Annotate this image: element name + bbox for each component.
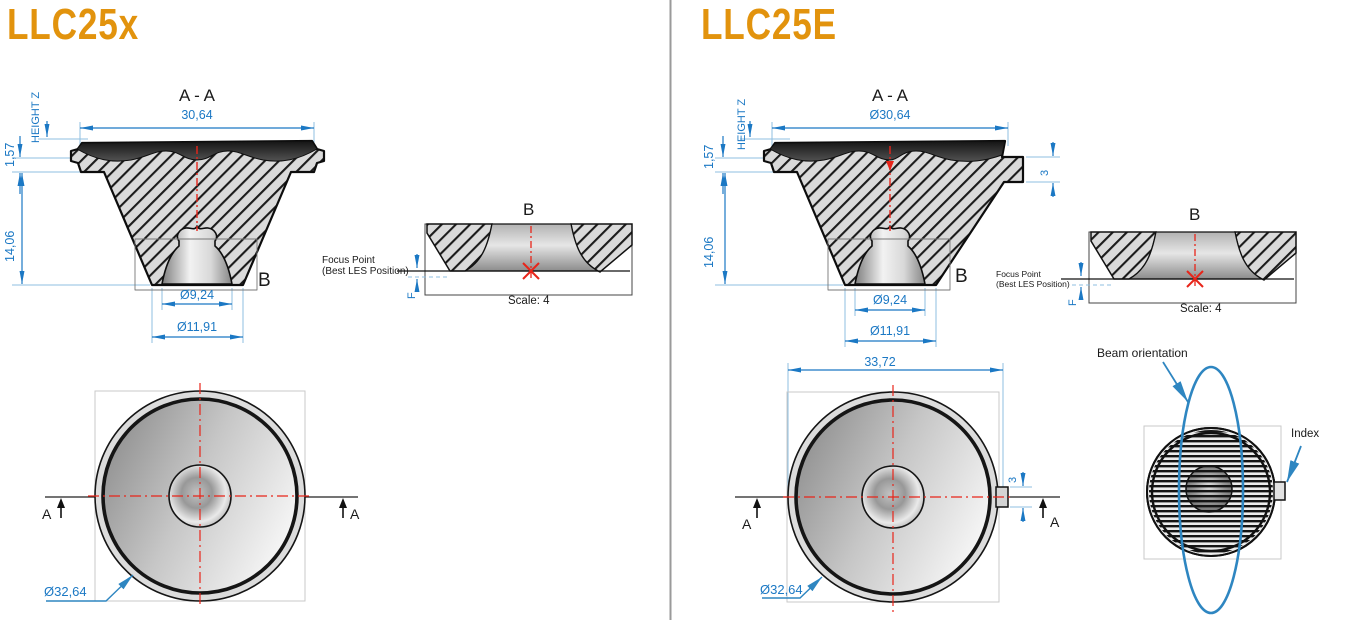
- right-section-marker-a-left: A: [742, 516, 752, 532]
- diameter-leader: [762, 576, 823, 599]
- section-arrow-left: [753, 498, 761, 518]
- left-dim-top-width: 30,64: [181, 108, 213, 122]
- right-f-dim-label: F: [1067, 299, 1079, 306]
- index-label-leader: [1286, 445, 1302, 483]
- left-scale-label: Scale: 4: [508, 295, 550, 307]
- section-arrow-right: [1039, 498, 1047, 518]
- right-section-marker-a-right: A: [1050, 514, 1060, 530]
- lens-cross-section-body: [762, 139, 1025, 287]
- left-section-marker-a-right: A: [350, 506, 360, 522]
- left-section-view-label: A - A: [179, 86, 215, 105]
- left-section-view: [12, 121, 326, 343]
- center-crosshair: [88, 383, 312, 608]
- right-dim-inner-diameter: Ø9,24: [872, 293, 908, 307]
- beam-label-leader: [1162, 361, 1189, 403]
- right-dim-1-57: 1,57: [702, 144, 716, 169]
- right-dim-top-tab: 3: [1007, 476, 1019, 483]
- left-outer-diameter-label: Ø32,64: [44, 584, 87, 599]
- right-detail-marker-b: B: [955, 266, 968, 287]
- right-scale-label: Scale: 4: [1180, 303, 1222, 315]
- right-detail-b-view: [1061, 231, 1297, 304]
- left-focus-point-line2: (Best LES Position): [322, 266, 409, 277]
- beam-orientation-view: [1143, 361, 1302, 615]
- right-dim-height-z: HEIGHT Z: [736, 98, 748, 150]
- left-dim-bottom-diameter: Ø11,91: [176, 320, 218, 334]
- left-section-marker-a-left: A: [42, 506, 52, 522]
- left-focus-point-line1: Focus Point: [322, 255, 375, 266]
- center-line-arrow: [886, 161, 894, 171]
- beam-orientation-label: Beam orientation: [1097, 346, 1188, 360]
- lenticular-stripes: [1149, 430, 1273, 554]
- left-f-dim-label: F: [406, 292, 418, 299]
- right-section-view: [715, 121, 1060, 347]
- left-detail-b-view: [397, 223, 633, 296]
- section-arrow-right: [339, 498, 347, 518]
- right-top-view: [735, 363, 1060, 612]
- left-top-view: [45, 383, 358, 608]
- right-detail-view-label: B: [1189, 205, 1201, 224]
- right-dim-bottom-diameter: Ø11,91: [869, 324, 911, 338]
- left-title: LLC25x: [7, 0, 139, 49]
- right-top-width-label: 33,72: [864, 355, 896, 369]
- focus-point-marker: [1186, 270, 1204, 288]
- left-detail-marker-b: B: [258, 270, 271, 291]
- index-tab: [1273, 481, 1286, 501]
- focus-point-marker: [522, 262, 540, 280]
- right-dim-top-width: Ø30,64: [869, 108, 911, 122]
- left-dim-height-z: HEIGHT Z: [30, 91, 42, 143]
- right-section-view-label: A - A: [872, 86, 908, 105]
- beam-orientation-ellipse: [1177, 365, 1245, 615]
- left-detail-view-label: B: [523, 200, 535, 219]
- lens-top-surface: [769, 140, 1006, 162]
- center-crosshair: [783, 385, 1013, 612]
- section-arrow-left: [57, 498, 65, 518]
- detail-b-frame: [134, 238, 258, 291]
- right-dim-14-06: 14,06: [702, 236, 716, 268]
- right-title: LLC25E: [701, 0, 837, 49]
- left-dim-inner-diameter: Ø9,24: [179, 288, 215, 302]
- right-focus-point-line1: Focus Point: [996, 269, 1041, 279]
- left-dim-14-06: 14,06: [3, 230, 17, 262]
- right-outer-diameter-label: Ø32,64: [760, 582, 803, 597]
- left-dim-1-57: 1,57: [3, 142, 17, 167]
- detail-b-frame: [827, 238, 951, 291]
- index-label: Index: [1291, 428, 1320, 440]
- right-focus-point-line2: (Best LES Position): [996, 279, 1070, 289]
- diameter-leader: [46, 574, 134, 602]
- right-dim-section-tab: 3: [1039, 169, 1051, 176]
